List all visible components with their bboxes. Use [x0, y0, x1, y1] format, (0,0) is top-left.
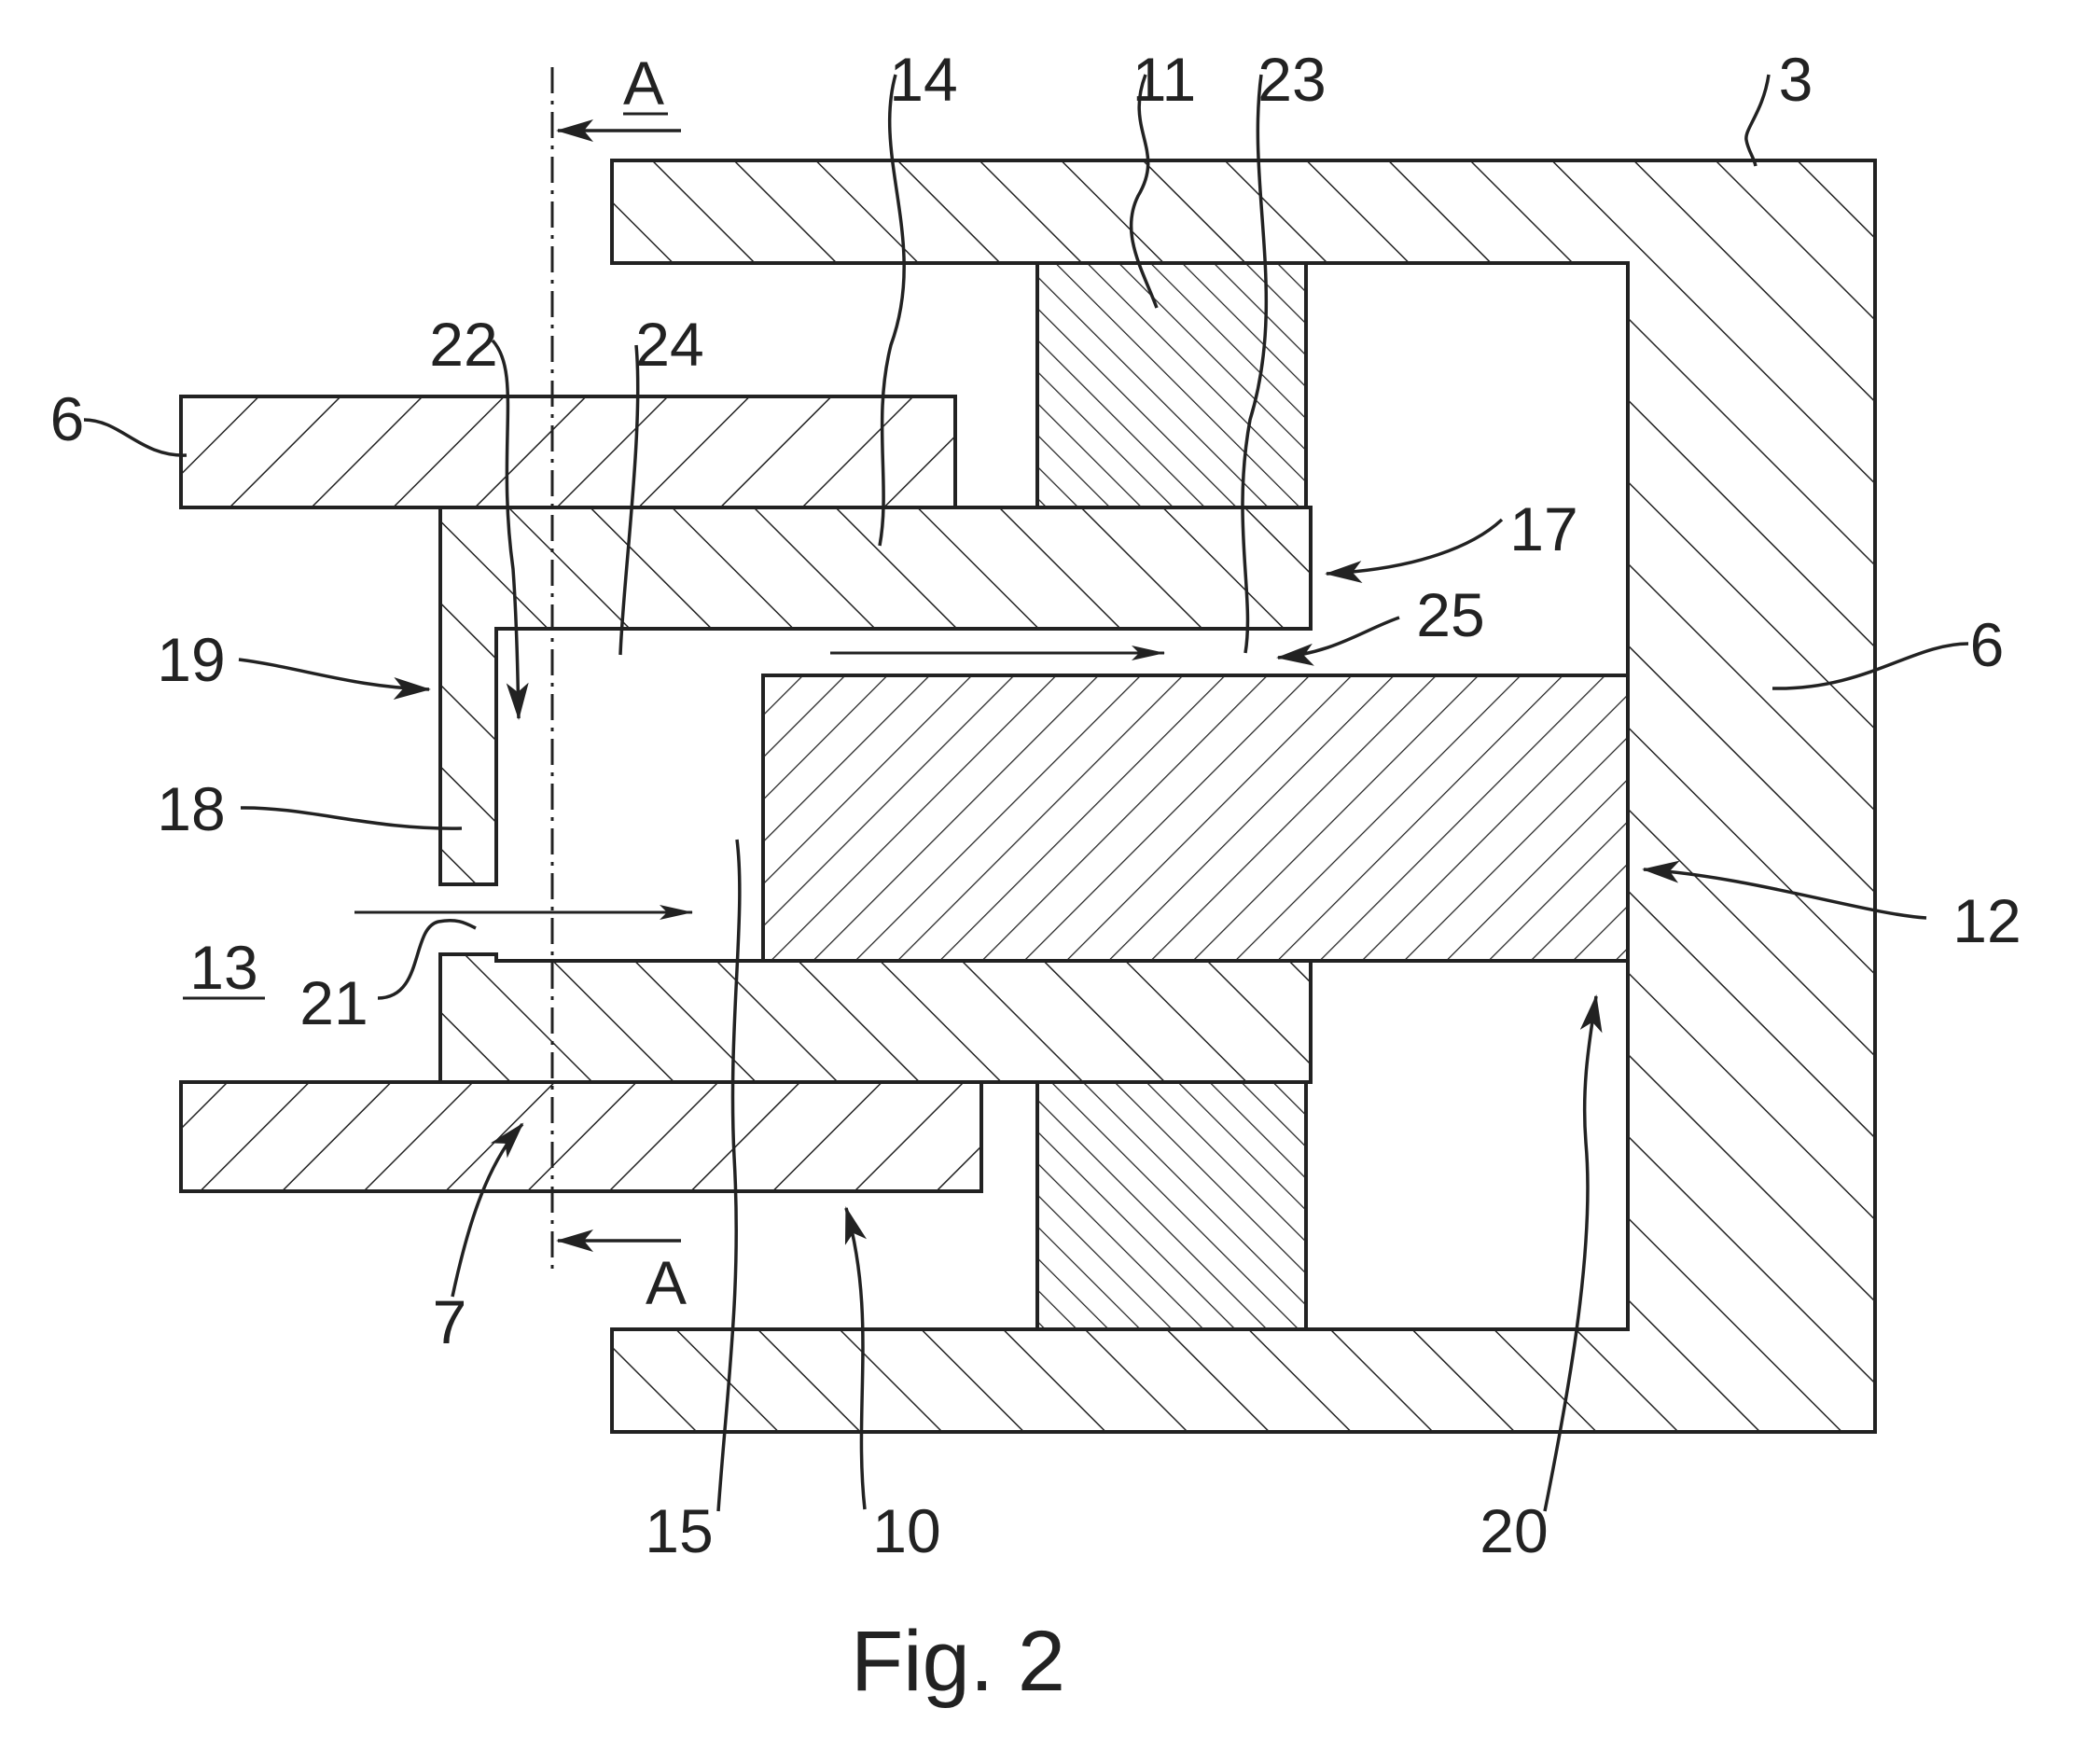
label-20: 20 [1480, 1496, 1548, 1565]
leader-18 [240, 806, 463, 830]
leader-25 [1276, 616, 1400, 666]
label-17: 17 [1509, 494, 1577, 563]
section-marker-bottom: A [646, 1248, 687, 1317]
sleeve-lower [438, 952, 1313, 1084]
leader-15 [716, 839, 742, 1512]
leader-3 [1744, 74, 1771, 167]
magnet-upper [1035, 261, 1308, 509]
plate-upper-6 [179, 395, 957, 509]
label-18: 18 [157, 774, 225, 843]
label-7: 7 [433, 1287, 467, 1356]
leader-6-right [1771, 642, 1969, 690]
label-10: 10 [872, 1496, 940, 1565]
leader-6-left [83, 418, 188, 457]
plate-lower-7 [179, 1080, 983, 1193]
leader-11 [1129, 74, 1159, 309]
section-marker-top: A [623, 49, 664, 118]
label-24: 24 [635, 310, 703, 379]
leader-14 [878, 74, 906, 547]
label-21: 21 [299, 968, 368, 1037]
label-23: 23 [1257, 45, 1326, 114]
label-6-right: 6 [1970, 610, 2005, 679]
leader-23 [1241, 74, 1269, 654]
leader-12 [1642, 860, 1927, 920]
label-15: 15 [645, 1496, 713, 1565]
label-6-left: 6 [50, 384, 85, 453]
sleeve-upper-14 [438, 506, 1313, 886]
leader-19 [238, 658, 431, 701]
figure-caption: Fig. 2 [851, 1614, 1065, 1709]
label-25: 25 [1416, 580, 1484, 649]
label-12: 12 [1952, 886, 2021, 955]
leader-20 [1543, 994, 1603, 1512]
leader-7 [451, 1122, 524, 1298]
label-11: 11 [1132, 45, 1197, 114]
leader-17 [1325, 518, 1504, 584]
label-14: 14 [889, 45, 957, 114]
leader-21 [377, 918, 477, 1000]
leader-24 [618, 344, 640, 656]
label-19: 19 [157, 625, 225, 694]
label-22: 22 [429, 310, 497, 379]
core-12 [761, 674, 1630, 963]
magnet-lower [1035, 1080, 1308, 1331]
leader-22 [491, 339, 529, 720]
leader-10 [844, 1206, 868, 1510]
label-13: 13 [189, 933, 257, 1002]
housing-3 [610, 159, 1877, 1434]
label-3: 3 [1779, 45, 1813, 114]
